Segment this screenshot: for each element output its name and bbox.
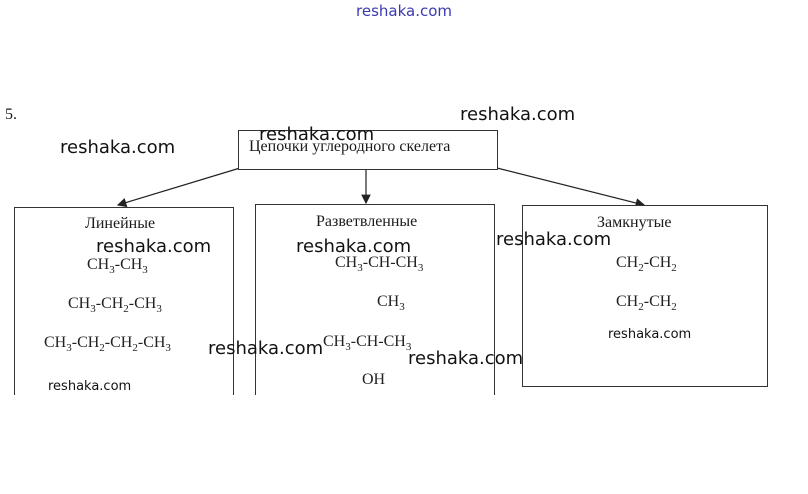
branched-title: Разветвленные: [316, 213, 418, 230]
branched-formula-3: CH3-CH-CH3: [323, 333, 412, 354]
watermark-9: reshaka.com: [608, 327, 692, 342]
watermark-5: reshaka.com: [296, 236, 412, 257]
linear-formula-2: CH3-CH2-CH3: [68, 295, 162, 316]
watermark-1: reshaka.com: [460, 104, 576, 125]
cyclic-title: Замкнутые: [597, 214, 672, 231]
watermark-top: reshaka.com: [356, 2, 452, 20]
cyclic-formula-2: CH2-CH2: [616, 293, 677, 314]
watermark-3: reshaka.com: [60, 137, 176, 158]
watermark-10: reshaka.com: [48, 379, 132, 394]
watermark-4: reshaka.com: [96, 236, 212, 257]
watermark-6: reshaka.com: [496, 229, 612, 250]
box-branched: Разветвленные: [255, 204, 495, 395]
watermark-7: reshaka.com: [208, 338, 324, 359]
linear-formula-3: CH3-CH2-CH2-CH3: [44, 334, 171, 355]
cyclic-formula-1: CH2-CH2: [616, 254, 677, 275]
arrow-to-linear: [116, 167, 241, 208]
box-cyclic: Замкнутые: [522, 205, 768, 387]
root-box: Цепочки углеродного скелета: [238, 130, 498, 170]
branched-formula-4: OH: [362, 371, 386, 388]
linear-title: Линейные: [85, 215, 156, 232]
linear-formula-1: CH3-CH3: [87, 256, 148, 277]
branched-formula-1: CH3-CH-CH3: [335, 254, 424, 275]
branched-formula-2: CH3: [377, 293, 405, 314]
box-linear: Линейные: [14, 207, 234, 395]
watermark-8: reshaka.com: [408, 348, 524, 369]
root-label: Цепочки углеродного скелета: [249, 138, 451, 155]
watermark-2: reshaka.com: [259, 124, 375, 145]
task-number: 5.: [5, 106, 17, 123]
arrow-to-cyclic: [496, 167, 646, 208]
